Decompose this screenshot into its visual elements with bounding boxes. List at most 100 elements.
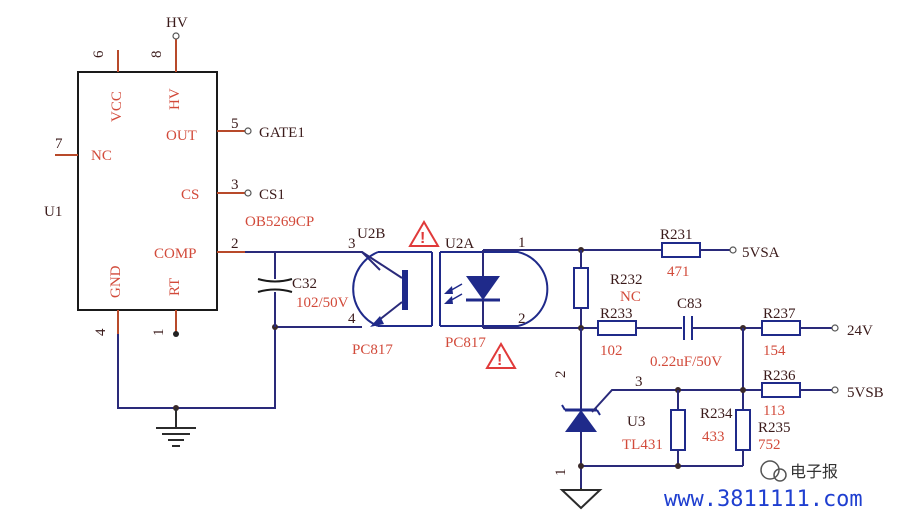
net-24v-label: 24V — [847, 323, 873, 339]
junction-u3-anode — [578, 463, 584, 469]
net-hv-label: HV — [166, 15, 188, 31]
c32-value: 102/50V — [296, 295, 349, 311]
r235-body — [735, 409, 751, 451]
cs-terminal — [244, 189, 252, 197]
u3-triangle — [565, 410, 597, 432]
r233-ref: R233 — [600, 306, 633, 322]
net-5vsb-label: 5VSB — [847, 385, 884, 401]
r237-value: 154 — [763, 343, 786, 359]
r233-body — [597, 320, 637, 336]
u3-pin-r: 3 — [635, 374, 643, 390]
warning-mark-top: ! — [420, 230, 425, 247]
junction-r235-top — [740, 387, 746, 393]
u2a-light-arrow1 — [444, 286, 453, 294]
warning-icon-top: ! — [408, 220, 440, 247]
u2a-part: PC817 — [445, 335, 486, 351]
pin-comp-name: COMP — [154, 246, 197, 262]
pin-comp-num: 2 — [231, 236, 239, 252]
u2a-pin1: 1 — [518, 235, 526, 251]
u2b-ref: U2B — [357, 226, 385, 242]
r231-body — [661, 242, 701, 258]
c32-ref: C32 — [292, 276, 317, 292]
u3-pin-k: 2 — [553, 371, 569, 379]
warning-mark-bottom: ! — [497, 352, 502, 369]
24v-terminal — [831, 324, 839, 332]
logo-icon-small — [773, 468, 787, 482]
pin-hv-num: 8 — [149, 51, 165, 59]
u3-ref: U3 — [627, 414, 645, 430]
r236-ref: R236 — [763, 368, 796, 384]
logo-icon — [760, 460, 780, 480]
r231-ref: R231 — [660, 227, 693, 243]
r234-value: 433 — [702, 429, 725, 445]
u2a-light-arrow2 — [444, 296, 453, 304]
u3-pin-a: 1 — [553, 469, 569, 477]
pin-nc-name: NC — [91, 148, 112, 164]
u2a-outline — [483, 251, 549, 327]
c83-ref: C83 — [677, 296, 702, 312]
net-gate-label: GATE1 — [259, 125, 305, 141]
pin-out-name: OUT — [166, 128, 197, 144]
r236-value: 113 — [763, 403, 785, 419]
warning-triangle-icon — [485, 342, 517, 369]
hv-terminal — [172, 32, 180, 40]
u3-part: TL431 — [622, 437, 663, 453]
watermark-logo-text: 电子报 — [790, 462, 838, 481]
u2a-ref: U2A — [445, 236, 474, 252]
ic-u1-part: OB5269CP — [245, 214, 314, 230]
c32-plate-top — [257, 278, 293, 283]
pin-vcc-num: 6 — [91, 50, 107, 58]
r237-body — [761, 320, 801, 336]
r234-body — [670, 409, 686, 451]
pin-nc-num: 7 — [55, 136, 63, 152]
gate-terminal — [244, 127, 252, 135]
r235-value: 752 — [758, 437, 781, 453]
c32-plate-bot — [257, 288, 293, 293]
rt-dot — [173, 331, 179, 337]
ic-u1: U1 OB5269CP 6 VCC 8 HV HV 7 NC 5 OUT GAT… — [44, 15, 314, 337]
pin-cs-num: 3 — [231, 177, 239, 193]
wire-gnd-loop — [117, 326, 362, 409]
u3-bar-tick-left — [561, 404, 566, 411]
u2b-part: PC817 — [352, 342, 393, 358]
pin-rt-name: RT — [167, 278, 183, 296]
r232-ref: R232 — [610, 272, 643, 288]
r236-body — [761, 382, 801, 398]
r232-body — [573, 267, 589, 309]
r235-ref: R235 — [758, 420, 791, 436]
u3-ref-wire — [591, 389, 762, 413]
watermark: 电子报 www.3811111.com — [664, 460, 863, 512]
ic-u1-ref: U1 — [44, 204, 62, 220]
net-5vsa-label: 5VSA — [742, 245, 780, 261]
r237-ref: R237 — [763, 306, 796, 322]
ground-icon — [559, 489, 603, 510]
5vsb-terminal — [831, 386, 839, 394]
u2b-base-bar — [402, 270, 408, 310]
right-wiring: R231 471 5VSA R232 NC R233 102 C83 0.22u… — [483, 227, 884, 510]
r232-value: NC — [620, 289, 641, 305]
u2b-pin3: 3 — [348, 236, 356, 252]
u3-bar-tick-right — [596, 409, 601, 416]
5vsa-terminal — [729, 246, 737, 254]
optocoupler-pc817: 3 4 U2B PC817 U2A 1 2 PC817 — [348, 226, 549, 358]
u2b-collector — [361, 251, 403, 279]
c83-value: 0.22uF/50V — [650, 354, 722, 370]
u2b-pin4: 4 — [348, 311, 356, 327]
watermark-url: www.3811111.com — [664, 487, 863, 512]
pin-vcc-name: VCC — [109, 91, 125, 122]
pin-cs-name: CS — [181, 187, 199, 203]
net-cs-label: CS1 — [259, 187, 285, 203]
junction-r234-bot — [675, 463, 681, 469]
warning-triangle-icon — [408, 220, 440, 247]
r233-value: 102 — [600, 343, 623, 359]
pin-out-num: 5 — [231, 116, 239, 132]
pin-gnd-name: GND — [108, 265, 124, 298]
r234-ref: R234 — [700, 406, 733, 422]
u2a-led-triangle — [466, 276, 500, 300]
u2a-pin2: 2 — [518, 311, 526, 327]
pin-hv-name: HV — [167, 88, 183, 110]
pin-gnd-num: 4 — [93, 328, 109, 336]
u2b-emitter-arrow — [370, 316, 384, 327]
ic-u1-body — [77, 71, 218, 311]
